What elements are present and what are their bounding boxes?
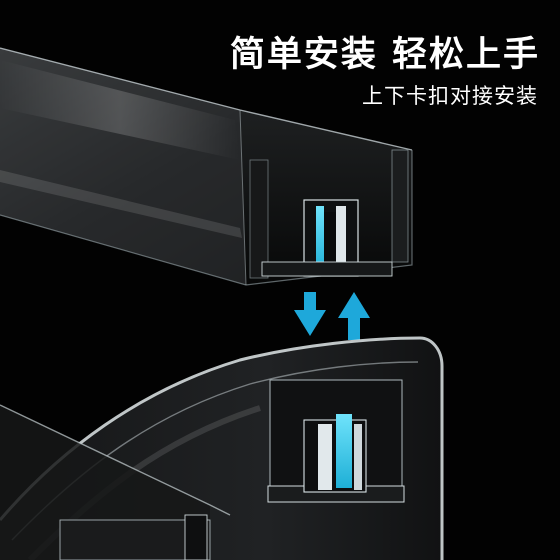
lower-left-strip [0, 404, 231, 560]
lower-snap-clip [303, 414, 367, 493]
down-arrow-icon [294, 292, 326, 336]
headline: 简单安装 轻松上手 [229, 35, 540, 75]
subheadline: 上下卡扣对接安装 [362, 84, 538, 108]
upper-snap-clip [261, 199, 393, 277]
up-arrow-icon [338, 292, 370, 340]
